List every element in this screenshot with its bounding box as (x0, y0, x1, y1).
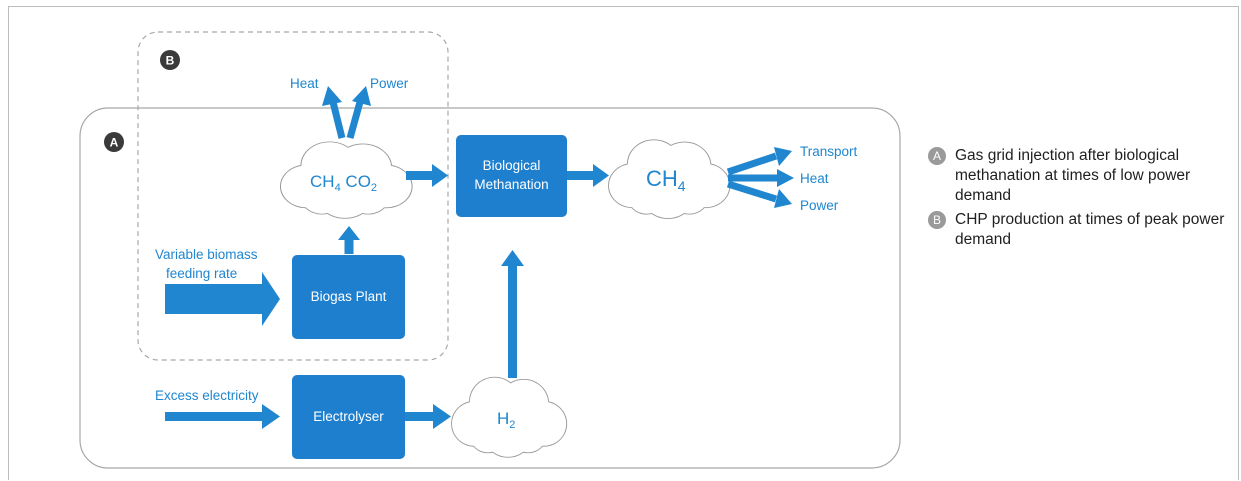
biogas-cloud-label: CH4 CO2 (310, 172, 377, 194)
legend-badge-b: B (928, 211, 946, 229)
figure-frame-right (1238, 6, 1239, 480)
svg-text:Biogas Plant: Biogas Plant (311, 289, 387, 304)
arrow-electrolyser-to-hydrogen (405, 404, 451, 429)
output-heat-label: Heat (800, 171, 829, 186)
legend: A Gas grid injection after biological me… (928, 146, 1228, 254)
arrow-biomass-to-plant (165, 272, 280, 326)
arrow-cloud-to-methanation (406, 164, 448, 187)
chp-power-label: Power (370, 76, 409, 91)
svg-text:Biological: Biological (483, 158, 541, 173)
electrolyser-box: Electrolyser (292, 375, 405, 459)
legend-badge-a: A (928, 147, 946, 165)
svg-text:A: A (110, 136, 119, 150)
svg-text:B: B (166, 54, 175, 68)
chp-output-arrows (322, 86, 371, 139)
methanation-box: Biological Methanation (456, 135, 567, 217)
methane-cloud-label: CH4 (646, 166, 686, 194)
legend-item-b: B CHP production at times of peak power … (928, 210, 1228, 250)
svg-text:Electrolyser: Electrolyser (313, 409, 384, 424)
electricity-input-label: Excess electricity (155, 388, 259, 403)
badge-a: A (104, 132, 124, 152)
arrow-electricity-to-electrolyser (165, 404, 280, 429)
arrow-plant-to-cloud (338, 226, 360, 254)
svg-text:Methanation: Methanation (474, 177, 548, 192)
hydrogen-cloud-label: H2 (497, 409, 515, 431)
methane-cloud: CH4 (608, 139, 731, 219)
legend-item-a: A Gas grid injection after biological me… (928, 146, 1228, 206)
chp-heat-label: Heat (290, 76, 319, 91)
badge-b: B (160, 50, 180, 70)
output-transport-label: Transport (800, 144, 858, 159)
methane-output-arrows (726, 147, 794, 208)
region-a-border (79, 107, 901, 469)
hydrogen-cloud: H2 (451, 376, 568, 458)
biogas-plant-box: Biogas Plant (292, 255, 405, 339)
biomass-input-label-line1: Variable biomass (155, 247, 258, 262)
arrow-hydrogen-to-methanation (501, 250, 524, 378)
region-b-border (137, 31, 449, 361)
biomass-input-label-line2: feeding rate (166, 266, 237, 281)
output-power-label: Power (800, 198, 839, 213)
biogas-cloud: CH4 CO2 (279, 141, 413, 219)
arrow-methanation-to-methane (567, 164, 609, 187)
figure-frame-top (8, 6, 1238, 7)
legend-text-b: CHP production at times of peak power de… (955, 211, 1225, 248)
legend-text-a: Gas grid injection after biological meth… (955, 147, 1191, 204)
figure-frame-left (8, 6, 9, 480)
